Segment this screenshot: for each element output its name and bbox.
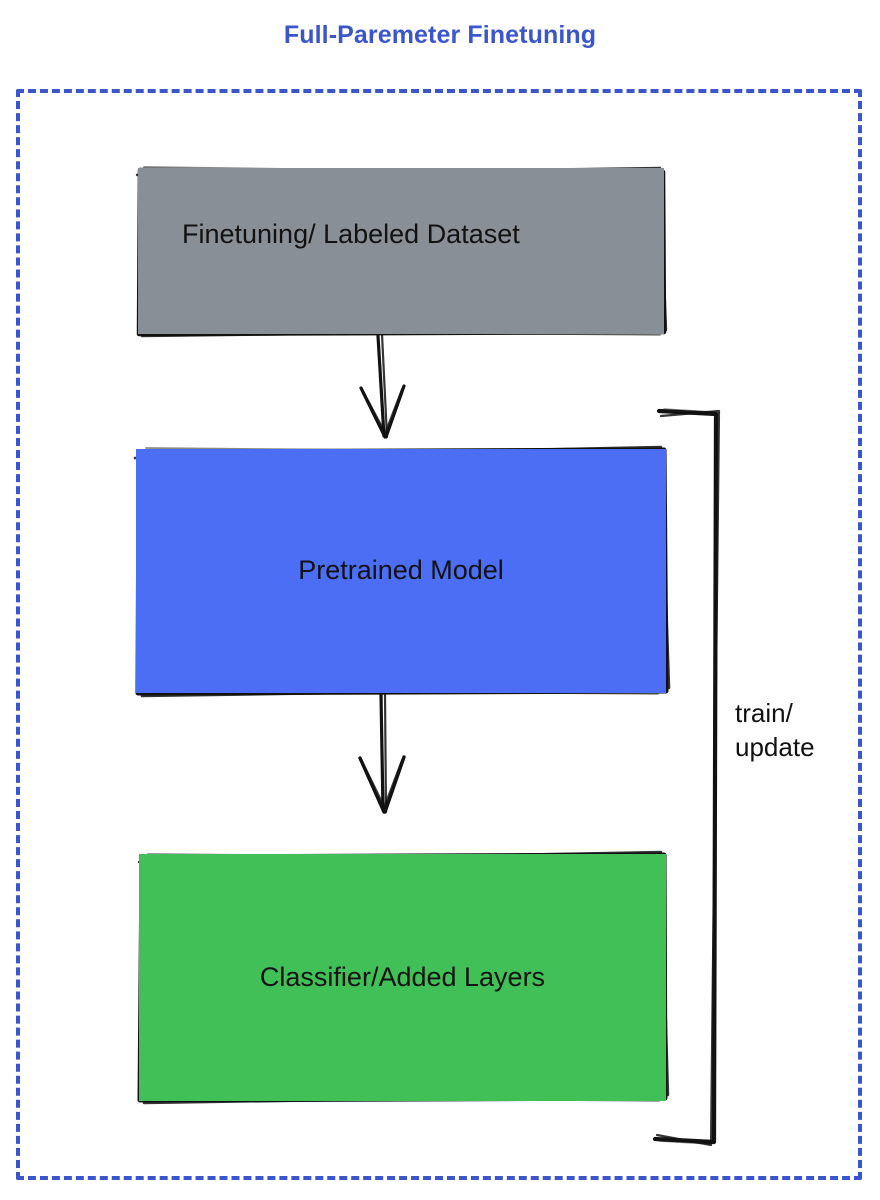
arrow-dataset-to-pretrained: [359, 332, 406, 439]
page-title: Full-Paremeter Finetuning: [283, 21, 597, 49]
node-classifier-label: Classifier/Added Layers: [259, 961, 546, 992]
node-dataset[interactable]: Finetuning/ Labeled Dataset: [138, 168, 664, 334]
arrow-pretrained-to-classifier: [358, 691, 406, 814]
node-pretrained-model-label: Pretrained Model: [298, 555, 504, 586]
diagram-frame: [16, 89, 862, 1180]
feedback-loop-label: train/ update: [735, 698, 815, 763]
node-dataset-label: Finetuning/ Labeled Dataset: [182, 219, 520, 249]
feedback-loop-bracket: [652, 408, 721, 1147]
node-classifier[interactable]: Classifier/Added Layers: [139, 854, 666, 1101]
node-pretrained-model[interactable]: Pretrained Model: [136, 449, 666, 693]
